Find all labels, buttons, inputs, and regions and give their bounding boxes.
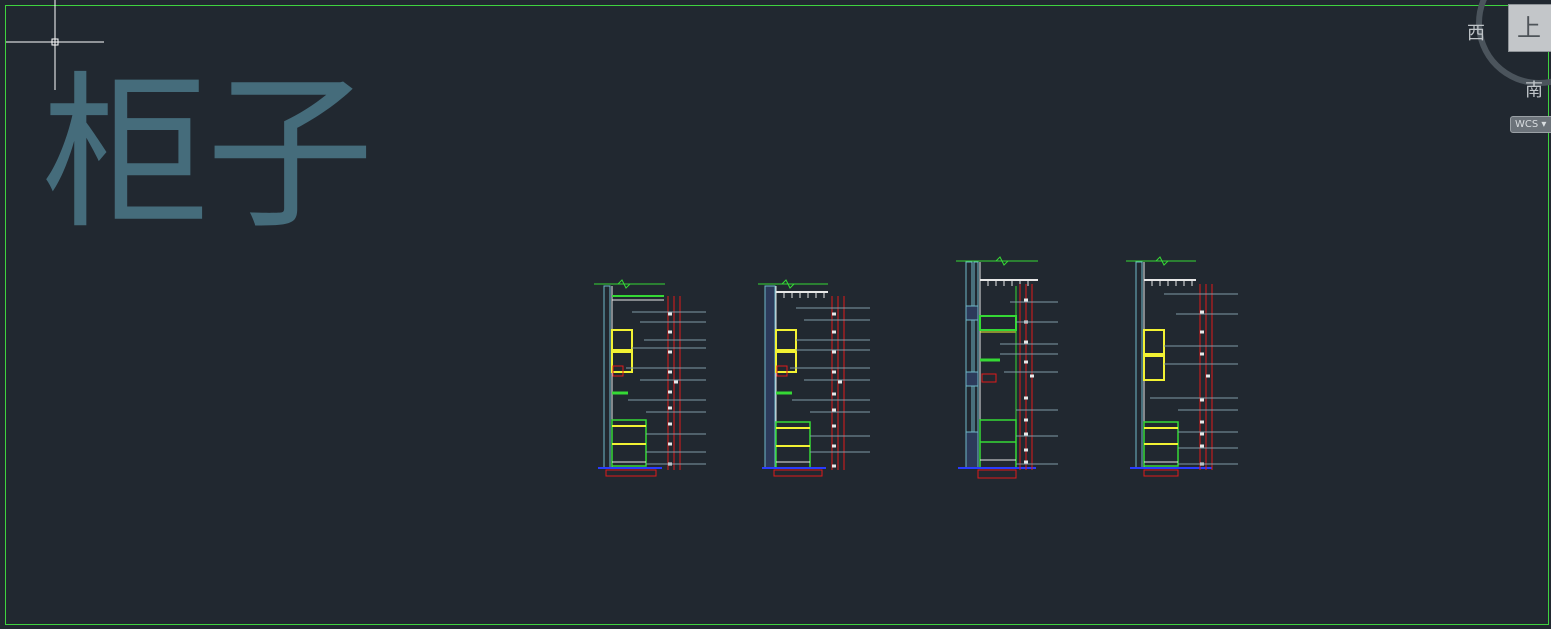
ucs-label: WCS	[1515, 119, 1539, 130]
crosshair-cursor-icon	[6, 0, 104, 90]
cabinet-section-3	[956, 256, 1058, 479]
drawing-title: 柜子	[42, 56, 374, 252]
ucs-menu-button[interactable]: WCS ▾	[1510, 116, 1551, 133]
viewcube-top-face[interactable]: 上	[1508, 4, 1551, 52]
drawing-border	[5, 5, 1549, 625]
viewcube-ring-icon[interactable]	[1474, 0, 1551, 88]
cabinet-section-4	[1126, 256, 1238, 477]
cabinet-section-1	[594, 279, 706, 477]
compass-south-label[interactable]: 南	[1525, 80, 1543, 101]
chevron-down-icon: ▾	[1541, 119, 1547, 130]
cabinet-section-2	[758, 279, 870, 477]
compass-west-label[interactable]: 西	[1467, 23, 1485, 44]
